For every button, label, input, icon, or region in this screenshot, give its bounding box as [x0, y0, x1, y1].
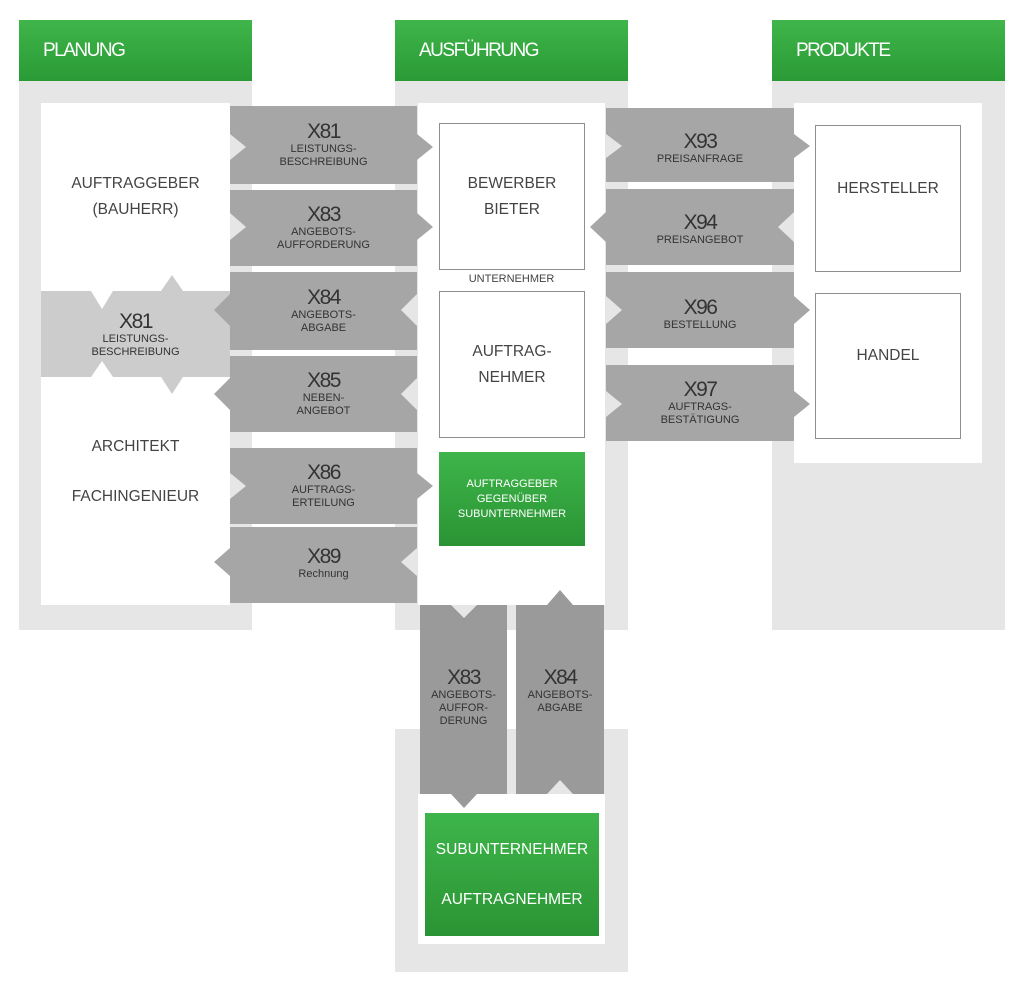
arrow-down-x83-line1: ANGEBOTS-	[431, 689, 496, 701]
arrow-up-x84-polygon	[516, 590, 604, 794]
arrow-down-x83-code: X83	[447, 666, 481, 689]
sub-ag-line1: AUFTRAGGEBER	[466, 477, 558, 490]
arrow-x85-code: X85	[307, 369, 341, 392]
auftraggeber-label: AUFTRAGGEBER (BAUHERR)	[41, 171, 230, 223]
arrow-x97-polygon	[606, 365, 810, 441]
right-arrows-shapes	[590, 108, 810, 441]
handel-label: HANDEL	[856, 347, 920, 364]
architekt-label: ARCHITEKT	[91, 438, 180, 455]
left-arrows-shapes	[214, 106, 433, 603]
x81-internal-line2: BESCHREIBUNG	[91, 346, 180, 358]
planung-header: PLANUNG	[19, 20, 252, 81]
arrow-x84-polygon	[214, 272, 417, 350]
arrow-x93-line1: PREISANFRAGE	[656, 152, 744, 165]
arrow-x97-line2: BESTÄTIGUNG	[660, 414, 740, 426]
arrow-x86-code: X86	[307, 461, 341, 484]
arrow-x84-label: X84 ANGEBOTS- ABGABE	[230, 282, 417, 340]
bieter-label: BIETER	[484, 200, 540, 218]
handel-box: HANDEL	[815, 293, 961, 439]
arrow-x89-code: X89	[307, 544, 341, 568]
auftraggeber-gegenueber-sub-box: AUFTRAGGEBER GEGENÜBER SUBUNTERNEHMER	[439, 452, 585, 546]
arrow-x85-polygon	[214, 356, 417, 432]
x81-internal-arrow-polygon	[41, 275, 230, 394]
arrow-x94-line1: PREISANGEBOT	[656, 233, 744, 246]
auftrag-line1: AUFTRAG-	[472, 342, 552, 360]
arrow-x94-label: X94 PREISANGEBOT	[606, 206, 794, 252]
arrow-down-x83-line3: DERUNG	[439, 715, 488, 727]
hersteller-label: HERSTELLER	[837, 179, 939, 197]
arrow-x81-line2: BESCHREIBUNG	[279, 156, 368, 168]
arrow-down-x83-polygon	[420, 605, 507, 808]
arrow-x94-polygon	[590, 189, 794, 265]
arrow-x97-line1: AUFTRAGS-	[668, 401, 732, 413]
arrow-x89-label: X89 Rechnung	[230, 540, 417, 586]
auftraggeber-line1: AUFTRAGGEBER	[71, 175, 200, 192]
vertical-arrows-shapes	[420, 590, 604, 808]
arrow-x96-polygon	[606, 272, 810, 348]
unternehmer-label: UNTERNEHMER	[468, 273, 555, 285]
arrow-x97-code: X97	[683, 378, 718, 401]
arrow-x84-line2: ABGABE	[300, 322, 347, 334]
auftraggeber-line2: (BAUHERR)	[92, 201, 179, 218]
x81-internal-line1: LEISTUNGS-	[102, 333, 169, 345]
produkte-header-label: PRODUKTE	[796, 39, 891, 61]
bewerber-bieter-box: BEWERBER BIETER	[439, 123, 585, 270]
arrow-x93-label: X93 PREISANFRAGE	[606, 125, 794, 171]
ausfuehrung-header: AUSFÜHRUNG	[395, 20, 628, 81]
auftrag-line2: NEHMER	[478, 368, 546, 386]
arrow-x96-label: X96 BESTELLUNG	[606, 291, 794, 337]
arrow-x84-line1: ANGEBOTS-	[291, 309, 356, 321]
hersteller-box: HERSTELLER	[815, 125, 961, 272]
arrow-x81-label: X81 LEISTUNGS- BESCHREIBUNG	[230, 116, 417, 174]
arrow-x81-line1: LEISTUNGS-	[290, 143, 357, 155]
arrow-up-x84-line1: ANGEBOTS-	[527, 689, 593, 701]
arrow-up-x84-code: X84	[543, 666, 578, 689]
arrow-x97-label: X97 AUFTRAGS- BESTÄTIGUNG	[606, 374, 794, 432]
arrow-x89-line1: Rechnung	[298, 567, 349, 580]
arrow-x86-label: X86 AUFTRAGS- ERTEILUNG	[230, 457, 417, 515]
arrow-x86-line1: AUFTRAGS-	[291, 484, 356, 496]
arrow-x81-code: X81	[307, 120, 341, 143]
planung-header-label: PLANUNG	[43, 39, 126, 61]
arrow-x96-code: X96	[683, 295, 718, 319]
arrow-down-x83-label: X83 ANGEBOTS- AUFFOR- DERUNG	[420, 605, 507, 728]
arrow-x89-polygon	[214, 527, 417, 603]
arrow-x83-polygon	[230, 190, 433, 266]
arrow-up-x84-line2: ABGABE	[537, 702, 583, 714]
arrow-x94-code: X94	[683, 210, 718, 234]
ausfuehrung-header-label: AUSFÜHRUNG	[419, 39, 540, 61]
x81-internal-code: X81	[119, 310, 153, 333]
arrow-down-x83-line2: AUFFOR-	[439, 702, 488, 714]
sub-ag-line3: SUBUNTERNEHMER	[457, 507, 567, 520]
sub-ag-line2: GEGENÜBER	[476, 492, 548, 505]
subunternehmer-line2: AUFTRAGNEHMER	[441, 890, 583, 908]
arrow-x83-line1: ANGEBOTS-	[291, 226, 356, 238]
arrow-up-x84-label: X84 ANGEBOTS- ABGABE	[516, 605, 604, 715]
bewerber-label: BEWERBER	[467, 174, 557, 192]
arrow-x83-code: X83	[307, 203, 341, 226]
arrow-x86-polygon	[230, 448, 433, 524]
arrow-x85-line2: ANGEBOT	[296, 405, 351, 417]
produkte-header: PRODUKTE	[772, 20, 1005, 81]
subunternehmer-line1: SUBUNTERNEHMER	[435, 840, 589, 858]
arrow-x85-label: X85 NEBEN- ANGEBOT	[230, 365, 417, 423]
arrow-x83-line2: AUFFORDERUNG	[277, 239, 370, 251]
arrow-x96-line1: BESTELLUNG	[663, 318, 737, 331]
arrow-x83-label: X83 ANGEBOTS- AUFFORDERUNG	[230, 199, 417, 257]
arrow-x93-polygon	[606, 108, 810, 182]
x81-internal-arrow: X81 LEISTUNGS- BESCHREIBUNG	[41, 304, 230, 366]
arrow-x93-code: X93	[683, 129, 718, 153]
arrow-x81-polygon	[230, 106, 433, 184]
subunternehmer-box: SUBUNTERNEHMER AUFTRAGNEHMER	[425, 813, 599, 936]
x81-internal-arrow-shape	[41, 275, 230, 394]
arrow-x85-line1: NEBEN-	[302, 392, 345, 404]
fachingenieur-label: FACHINGENIEUR	[71, 488, 200, 505]
arrow-x84-code: X84	[307, 286, 341, 309]
auftragnehmer-box: AUFTRAG- NEHMER	[439, 291, 585, 438]
arrow-x86-line2: ERTEILUNG	[292, 497, 355, 509]
